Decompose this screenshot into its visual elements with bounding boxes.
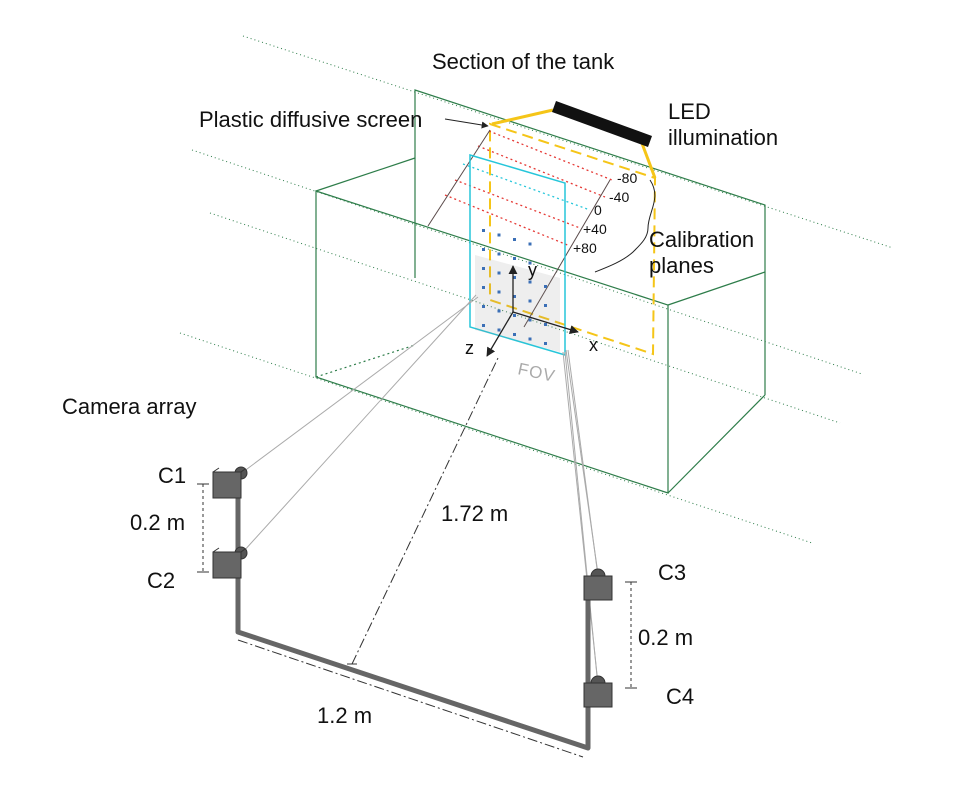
camera-c1 — [212, 466, 248, 499]
camera-c3 — [583, 568, 613, 601]
calibration-plane-label: -40 — [609, 189, 629, 205]
calibration-dot — [497, 328, 501, 332]
calibration-dot — [528, 337, 532, 341]
calibration-dot — [482, 248, 485, 251]
spacing-left-label: 0.2 m — [130, 510, 185, 535]
calibration-plane-line — [454, 179, 581, 229]
calibration-dot — [482, 305, 485, 308]
fov-shade — [475, 255, 560, 352]
camera-c4 — [583, 675, 613, 708]
calibration-plane-label: +80 — [573, 240, 597, 256]
calibration-dot — [528, 261, 532, 265]
rig-width-dimension-line — [237, 639, 584, 758]
calibration-dot — [544, 342, 547, 345]
calibration-dot — [497, 233, 501, 237]
camera-c3-label: C3 — [658, 560, 686, 585]
camera-rig — [235, 490, 591, 751]
calibration-dot — [497, 271, 501, 275]
calibration-plane-line — [488, 130, 613, 181]
calibration-plane-label: 0 — [594, 202, 602, 218]
led-bar — [552, 101, 652, 147]
camera-rays — [242, 294, 599, 687]
diffusive-screen-pointer — [444, 118, 489, 129]
calibration-dot-grid — [482, 229, 547, 345]
calibration-dot — [497, 309, 501, 313]
calibration-dot — [528, 242, 532, 246]
calibration-dot — [513, 276, 516, 279]
calibration-dot — [513, 333, 516, 336]
calibration-dot — [544, 323, 547, 326]
tank-section — [315, 89, 766, 494]
axis-z-label: z — [465, 338, 474, 358]
screen-edges — [427, 129, 611, 328]
diffusive-screen-label: Plastic diffusive screen — [199, 107, 422, 132]
camera-c1-label: C1 — [158, 463, 186, 488]
rig-width-label: 1.2 m — [317, 703, 372, 728]
calibration-dot — [497, 252, 501, 256]
calibration-dot — [528, 280, 532, 284]
calibration-dot — [513, 295, 516, 298]
axis-y-label: y — [528, 260, 537, 280]
field-of-view — [469, 153, 566, 357]
calibration-dot — [513, 238, 516, 241]
tank-section-label: Section of the tank — [432, 49, 615, 74]
calibration-dot — [513, 314, 516, 317]
calibration-dot — [482, 324, 485, 327]
calibration-dot — [544, 304, 547, 307]
calibration-label-line1: Calibration — [649, 227, 754, 252]
led-label-line1: LED — [668, 99, 711, 124]
calibration-label-line2: planes — [649, 253, 714, 278]
calibration-dot — [497, 290, 501, 294]
camera-c2 — [212, 546, 248, 579]
camera-array-label: Camera array — [62, 394, 196, 419]
led-illumination — [489, 101, 657, 356]
calibration-dot — [482, 229, 485, 232]
tank-guide-lines — [179, 35, 894, 544]
spacing-right-label: 0.2 m — [638, 625, 693, 650]
distance-label: 1.72 m — [441, 501, 508, 526]
calibration-planes: -80 -40 0 +40 +80 — [444, 130, 637, 256]
calibration-brace — [594, 179, 656, 273]
calibration-dot — [482, 286, 485, 289]
fov-label: FOV — [516, 359, 557, 385]
calibration-plane-line — [477, 145, 606, 198]
calibration-dot — [482, 267, 485, 270]
calibration-dot — [544, 285, 547, 288]
camera-c2-label: C2 — [147, 568, 175, 593]
led-label-line2: illumination — [668, 125, 778, 150]
coordinate-axes: y x z — [465, 260, 598, 358]
calibration-dot — [513, 257, 516, 260]
distance-dimension-line — [351, 357, 499, 665]
camera-c4-label: C4 — [666, 684, 694, 709]
camera-spacing-dims — [197, 483, 637, 689]
calibration-dot — [528, 318, 532, 322]
calibration-plane-label: -80 — [617, 170, 637, 186]
led-frame — [489, 122, 657, 356]
calibration-plane-label: +40 — [583, 221, 607, 237]
calibration-dot — [528, 299, 532, 303]
axis-x-label: x — [589, 335, 598, 355]
